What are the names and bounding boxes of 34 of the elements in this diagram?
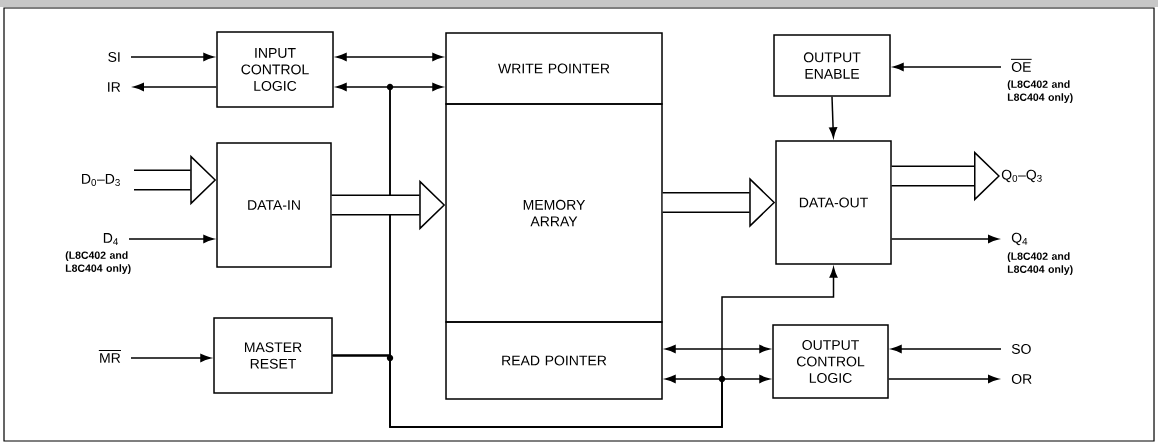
signal-label: SO xyxy=(1011,344,1031,354)
memory-section: READ POINTER xyxy=(445,321,663,400)
arrow xyxy=(888,375,999,383)
signal-label: OE xyxy=(1010,58,1033,72)
arrow xyxy=(665,345,770,353)
arrow xyxy=(133,83,217,91)
block-box: MASTER RESET xyxy=(213,317,333,394)
memory-section: MEMORY ARRAY xyxy=(445,103,663,323)
note-text: (L8C402 and L8C404 only) xyxy=(1007,80,1073,103)
signal-label: D$_{4}$ xyxy=(103,233,118,245)
arrow xyxy=(332,267,838,428)
block-box: OUTPUT CONTROL LOGIC xyxy=(772,324,889,399)
block-box: OUTPUT ENABLE xyxy=(773,34,891,97)
signal-label: MR xyxy=(98,350,122,363)
signal-label: Q$_{4}$ xyxy=(1011,232,1028,246)
arrow xyxy=(130,354,211,362)
memory-section: WRITE POINTER xyxy=(445,32,663,105)
note-text: (L8C402 and L8C404 only) xyxy=(65,251,131,274)
signal-label: D$_{0}$–D$_{3}$ xyxy=(82,174,120,186)
signal-label: OR xyxy=(1011,374,1032,384)
arrow xyxy=(336,53,443,61)
signal-label: Q$_{0}$–Q$_{3}$ xyxy=(1001,169,1042,183)
arrow xyxy=(893,63,1002,71)
arrow xyxy=(891,235,999,243)
arrow xyxy=(130,53,214,61)
arrow xyxy=(891,345,1002,353)
block-box: DATA-IN xyxy=(216,142,332,268)
arrow xyxy=(829,96,838,138)
block-box: INPUT CONTROL LOGIC xyxy=(216,31,334,108)
block-box: DATA-OUT xyxy=(775,140,892,265)
arrow xyxy=(128,235,214,243)
signal-label: SI xyxy=(108,52,120,62)
signal-label: IR xyxy=(108,82,121,92)
note-text: (L8C402 and L8C404 only) xyxy=(1007,252,1073,275)
